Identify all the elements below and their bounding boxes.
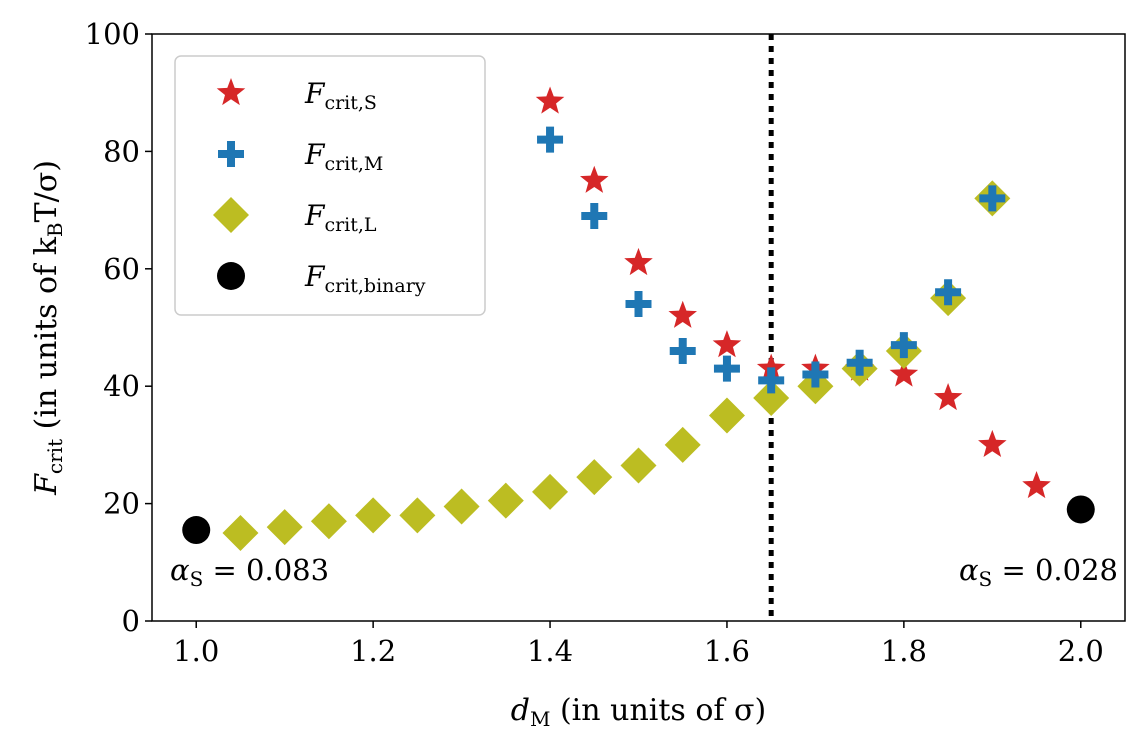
data-point-plus [846,349,873,376]
legend-label-subscript: crit,L [324,214,376,236]
x-tick-label: 1.8 [881,634,927,668]
data-point-plus [935,279,962,306]
data-point-star [889,359,919,387]
data-point-diamond [620,447,657,484]
series-star [535,86,1051,499]
alpha-right-subscript: S [979,567,993,591]
data-point-plus [625,291,652,318]
legend-label-symbol: F [304,77,326,110]
alpha-right-symbol: α [959,553,979,587]
legend-marker-diamond [213,197,249,233]
y-tick-label: 100 [85,17,140,51]
data-point-star [933,382,963,411]
axis-ticks: 1.0 1.2 1.4 1.6 1.8 2.0 0 20 40 60 80 100 [85,17,1104,668]
legend-label-subscript: crit,M [324,153,383,175]
data-point-circle [182,516,211,545]
alpha-right-value: = 0.028 [992,553,1118,587]
legend-label: Fcrit,binary [304,260,426,297]
axes-frame [151,33,1126,622]
data-point-plus [537,126,564,153]
data-point-plus [713,355,740,382]
data-point-plus [758,367,785,394]
legend-label: Fcrit,M [304,138,383,175]
data-point-diamond [664,426,701,463]
x-axis-label-symbol: d [511,693,530,728]
data-point-star [1022,470,1051,499]
legend-label-symbol: F [304,138,326,171]
y-tick-label: 80 [103,134,140,168]
data-point-circle [1066,495,1095,524]
data-point-diamond [708,397,745,434]
data-point-diamond [487,482,524,519]
data-point-plus [802,361,829,388]
data-point-star [712,330,742,358]
series-circle [182,495,1095,545]
legend-label-subscript: crit,binary [324,275,425,297]
legend-label-subscript: crit,S [324,92,377,114]
x-axis-label-subscript: M [530,707,550,731]
y-tick-label: 0 [122,604,140,638]
y-axis-label-subscript: crit [43,439,67,474]
data-point-diamond [310,503,347,540]
y-axis-label-symbol: F [29,473,64,496]
chart-marks [182,34,1095,621]
data-point-star [978,429,1007,458]
x-tick-label: 2.0 [1058,634,1104,668]
alpha-left-value: = 0.083 [203,553,329,587]
data-point-diamond [443,488,480,525]
y-tick-label: 40 [103,369,140,403]
alpha-annotation-left: αS = 0.083 [170,553,329,591]
x-axis-label-rest: (in units of σ) [550,693,766,728]
y-axis-label: Fcrit (in units of kBT/σ) [29,160,67,496]
legend-label: Fcrit,S [304,77,377,114]
data-point-star [756,353,786,381]
x-tick-label: 1.2 [350,634,396,668]
data-point-star [535,86,565,114]
alpha-left-symbol: α [170,553,190,587]
data-point-plus [669,337,696,364]
data-point-plus [979,185,1006,212]
x-axis-label: dM (in units of σ) [511,693,767,731]
x-tick-label: 1.0 [173,634,219,668]
legend-label-symbol: F [304,199,326,232]
data-point-diamond [532,473,569,510]
data-point-diamond [222,514,259,551]
data-point-star [668,300,697,328]
legend-marker-circle [217,262,245,290]
y-tick-label: 60 [103,252,140,286]
data-point-diamond [576,459,613,496]
legend-label: Fcrit,L [304,199,377,236]
data-point-star [624,247,653,276]
y-axis-label-rest-subscript: B [43,222,67,237]
data-point-plus [890,332,917,359]
data-point-star [580,165,609,193]
y-axis-label-rest: (in units of k [29,236,64,439]
x-tick-label: 1.4 [527,634,573,668]
y-tick-label: 20 [103,487,140,521]
alpha-left-subscript: S [190,567,204,591]
legend-marker-star [216,78,246,106]
series-plus [537,126,1006,394]
data-point-plus [581,202,608,229]
data-point-diamond [399,497,436,534]
alpha-annotation-right: αS = 0.028 [959,553,1118,591]
x-tick-label: 1.6 [704,634,750,668]
data-point-diamond [753,379,790,416]
data-point-diamond [266,509,303,546]
y-axis-label-rest-end: T/σ) [29,160,64,222]
legend-box [174,55,486,316]
legend-marker-plus [218,141,244,167]
data-point-diamond [355,497,392,534]
legend-label-symbol: F [304,260,326,293]
